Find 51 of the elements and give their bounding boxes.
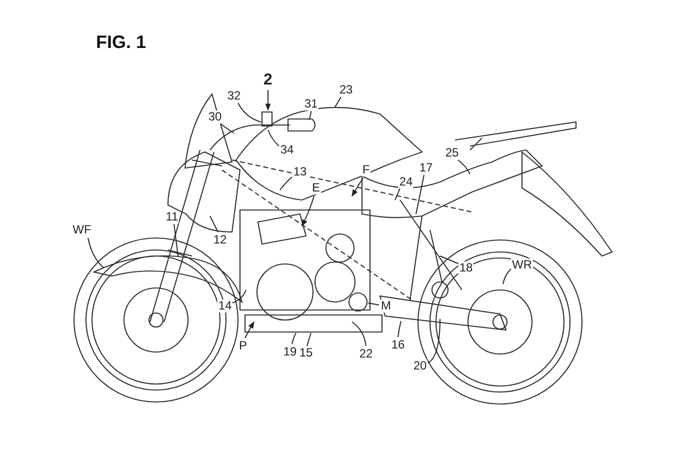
callout-label: 30 [207, 110, 223, 124]
callout-label: WF [72, 224, 92, 236]
leader-line [352, 178, 364, 197]
leader-line [174, 224, 178, 256]
leader-line [280, 176, 292, 190]
leader-line [232, 290, 246, 304]
callout-label: 25 [444, 146, 460, 160]
callout-label: 32 [226, 90, 242, 102]
callout-label: 23 [338, 84, 354, 96]
callout-label: 31 [303, 98, 319, 110]
leader-line [458, 160, 470, 174]
callout-label: M [380, 300, 392, 312]
leader-line [394, 188, 400, 200]
callout-label: 24 [398, 176, 414, 188]
leader-line [302, 196, 314, 227]
callout-label: 22 [358, 348, 374, 360]
leader-line [268, 130, 280, 146]
callout-label: 16 [390, 338, 406, 352]
callout-label: F [361, 164, 371, 176]
leader-line [334, 96, 342, 108]
leader-line [244, 321, 254, 338]
leader-line [292, 332, 296, 344]
leader-line [428, 318, 440, 364]
leader-line [398, 320, 402, 338]
callout-label: 17 [418, 162, 434, 174]
leader-line [352, 322, 366, 346]
callout-label: 20 [412, 360, 428, 372]
leader-line [210, 216, 218, 232]
leader-line [308, 110, 312, 120]
callout-label: WR [511, 258, 533, 272]
leader-line [238, 102, 262, 122]
leader-line [502, 268, 512, 284]
callout-label: 11 [164, 210, 180, 224]
callout-label: 14 [217, 300, 233, 312]
callout-label: P [238, 340, 248, 352]
leader-line [88, 238, 104, 268]
leader-line [368, 302, 380, 306]
callout-label: E [311, 182, 321, 194]
leader-line [416, 174, 424, 214]
callout-label: 18 [458, 262, 474, 274]
callout-label: 12 [212, 234, 228, 246]
callout-label: 13 [292, 166, 308, 178]
callout-label: 2 [262, 74, 274, 86]
callout-label: 34 [279, 144, 295, 156]
figure-title: FIG. 1 [96, 32, 146, 53]
leader-line [265, 90, 271, 111]
callout-label: 19 [282, 346, 298, 358]
leader-line [440, 256, 460, 264]
leader-line [306, 332, 312, 346]
leader-line [220, 124, 234, 134]
callout-label: 15 [298, 346, 314, 360]
